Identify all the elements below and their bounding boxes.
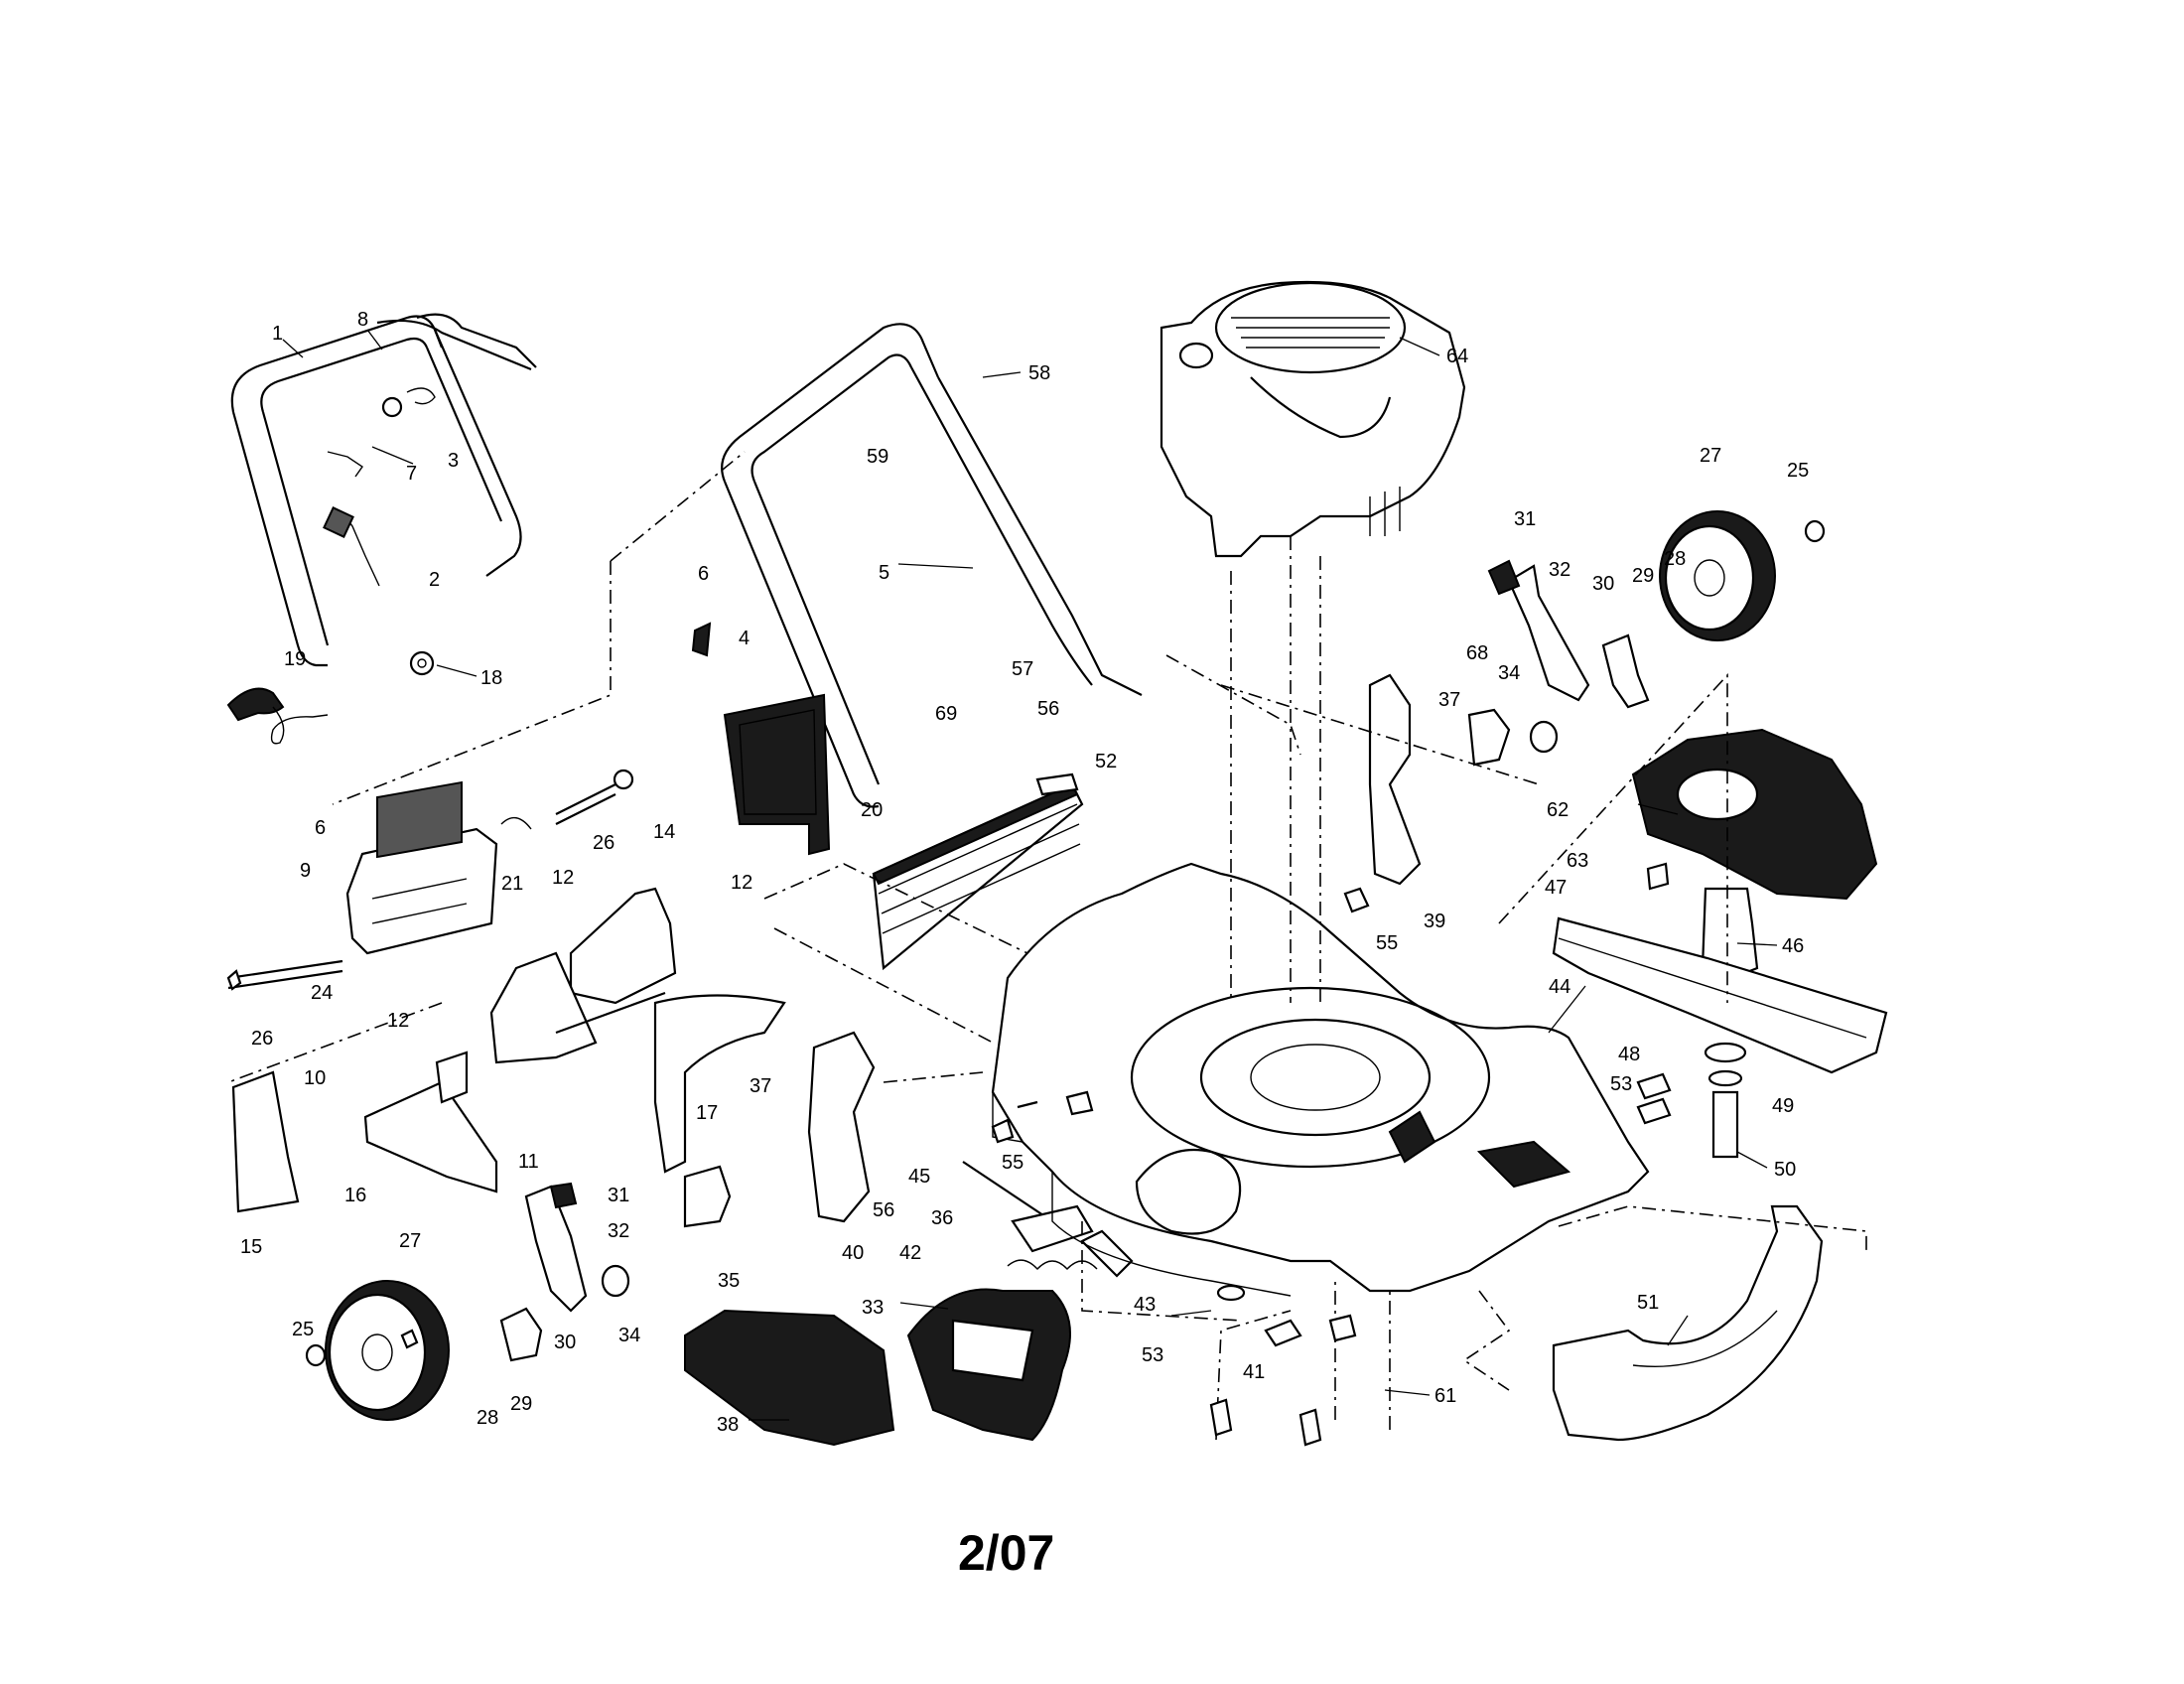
part-label: 37 [750, 1075, 771, 1097]
part-label: 53 [1610, 1073, 1632, 1095]
part-label: 64 [1446, 346, 1468, 367]
part-label: 12 [387, 1010, 409, 1032]
part-label: 56 [1037, 698, 1059, 720]
part-label: 42 [899, 1242, 921, 1264]
part-label: 27 [399, 1230, 421, 1252]
part-label: 20 [861, 799, 883, 821]
part-label: 34 [618, 1325, 640, 1346]
part-label: 68 [1466, 642, 1488, 664]
part-label: 32 [608, 1220, 629, 1242]
part-label: 29 [510, 1393, 532, 1415]
part-label: 19 [284, 648, 306, 670]
part-label: 11 [518, 1151, 539, 1173]
part-label: 8 [357, 309, 368, 331]
part-label: 14 [653, 821, 675, 843]
mower-deck [991, 862, 1650, 1297]
part-label: 36 [931, 1207, 953, 1229]
part-label: 3 [448, 450, 459, 472]
part-label: 58 [1028, 362, 1050, 384]
part-label: 38 [717, 1414, 739, 1436]
part-label: 7 [406, 463, 417, 485]
part-label: 56 [873, 1199, 894, 1221]
part-label: 25 [1787, 460, 1809, 482]
part-label: 6 [315, 817, 326, 839]
part-label: 49 [1772, 1095, 1794, 1117]
part-label: 32 [1549, 559, 1570, 581]
part-label: 63 [1567, 850, 1588, 872]
part-label: 2 [429, 569, 440, 591]
blade [1552, 916, 1888, 1074]
part-label: 59 [867, 446, 888, 468]
part-label: 26 [251, 1028, 273, 1050]
part-label: 40 [842, 1242, 864, 1264]
part-label: 25 [292, 1319, 314, 1340]
revision-date: 2/07 [958, 1525, 1055, 1581]
part-label: 43 [1134, 1294, 1156, 1316]
part-label: 18 [480, 667, 502, 689]
part-label: 12 [552, 867, 574, 889]
part-label: 5 [879, 562, 889, 584]
part-label: 57 [1012, 658, 1033, 680]
part-label: 24 [311, 982, 333, 1004]
part-label: 39 [1424, 911, 1445, 932]
part-label: 27 [1700, 445, 1721, 467]
rear-door [345, 780, 498, 955]
part-label: 17 [696, 1102, 718, 1124]
lower-handle [721, 323, 1143, 808]
part-label: 21 [501, 873, 523, 895]
grass-bag-frame [723, 693, 831, 856]
rear-baffle [872, 782, 1084, 971]
part-label: 62 [1547, 799, 1569, 821]
part-label: 37 [1438, 689, 1460, 711]
part-label: 34 [1498, 662, 1520, 684]
rear-left-wheel [325, 1280, 450, 1421]
part-label: 28 [1664, 548, 1686, 570]
part-label: 31 [1514, 508, 1536, 530]
part-label: 30 [554, 1332, 576, 1353]
part-label: 45 [908, 1166, 930, 1188]
part-label: 9 [300, 860, 311, 882]
part-label: 55 [1376, 932, 1398, 954]
part-label: 41 [1243, 1361, 1265, 1383]
hardware-bolts [226, 519, 1826, 1447]
part-label: 50 [1774, 1159, 1796, 1181]
part-label: 16 [344, 1185, 366, 1206]
part-label: 51 [1637, 1292, 1659, 1314]
part-label: 46 [1782, 935, 1804, 957]
part-label: 55 [1002, 1152, 1024, 1174]
front-right-wheel [1659, 510, 1776, 641]
part-label: 48 [1618, 1044, 1640, 1065]
part-label: 1 [272, 323, 283, 345]
part-label: 6 [698, 563, 709, 585]
part-label: 4 [739, 628, 750, 649]
part-label: 29 [1632, 565, 1654, 587]
part-label: 30 [1592, 573, 1614, 595]
part-label: 12 [731, 872, 752, 894]
part-label: 44 [1549, 976, 1570, 998]
part-label: 47 [1545, 877, 1567, 899]
part-label: 28 [477, 1407, 498, 1429]
part-label: 10 [304, 1067, 326, 1089]
part-label: 52 [1095, 751, 1117, 772]
blade-adapter [1631, 728, 1878, 901]
part-label: 35 [718, 1270, 740, 1292]
upper-handle [230, 313, 537, 667]
engine [1160, 280, 1466, 558]
part-label: 26 [593, 832, 614, 854]
part-labels: 1 8 7 3 2 19 18 6 6 9 21 26 24 26 14 12 … [240, 309, 1809, 1436]
part-label: 61 [1434, 1385, 1456, 1407]
part-label: 69 [935, 703, 957, 725]
part-label: 53 [1142, 1344, 1163, 1366]
part-label: 15 [240, 1236, 262, 1258]
part-label: 33 [862, 1297, 884, 1319]
part-label: 31 [608, 1185, 629, 1206]
